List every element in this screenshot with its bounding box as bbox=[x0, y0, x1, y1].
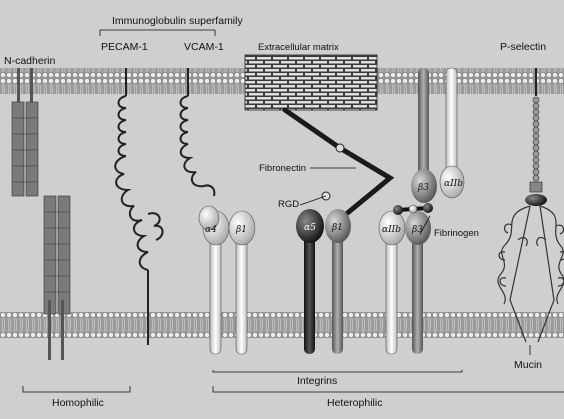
p-selectin-molecule bbox=[525, 68, 547, 206]
subunit-b1: β1 bbox=[235, 225, 247, 235]
integrin-a4b1 bbox=[198, 205, 256, 355]
label-pecam: PECAM-1 bbox=[101, 41, 148, 53]
pecam-molecule bbox=[114, 68, 164, 345]
subunit-aiib-lower: αIIb bbox=[382, 225, 401, 235]
subunit-b3-lower: β3 bbox=[411, 225, 423, 235]
label-heterophilic: Heterophilic bbox=[327, 397, 382, 409]
label-rgd: RGD bbox=[278, 199, 299, 210]
integrin-aiib-b3-lower bbox=[378, 210, 431, 355]
n-cadherin-molecule bbox=[11, 68, 71, 360]
subunit-a5: α5 bbox=[304, 223, 316, 233]
label-vcam: VCAM-1 bbox=[184, 41, 224, 53]
label-leaders bbox=[22, 29, 564, 393]
label-immunoglobulin-superfamily: Immunoglobulin superfamily bbox=[112, 15, 243, 27]
subunit-b1-second: β1 bbox=[331, 223, 343, 233]
integrin-a5b1 bbox=[296, 209, 351, 354]
label-p-selectin: P-selectin bbox=[500, 41, 546, 53]
label-fibronectin: Fibronectin bbox=[259, 163, 306, 174]
label-n-cadherin: N-cadherin bbox=[4, 55, 56, 67]
fibrinogen-molecule bbox=[393, 203, 433, 215]
lower-membrane bbox=[0, 312, 564, 338]
label-integrins: Integrins bbox=[297, 375, 337, 387]
label-extracellular-matrix: Extracellular matrix bbox=[258, 42, 339, 53]
label-mucin: Mucin bbox=[514, 359, 542, 371]
label-homophilic: Homophilic bbox=[52, 397, 104, 409]
label-fibrinogen: Fibrinogen bbox=[434, 228, 479, 239]
vcam-molecule bbox=[179, 68, 216, 197]
subunit-a4: α4 bbox=[205, 225, 217, 235]
mucin-molecule bbox=[497, 205, 564, 343]
extracellular-matrix bbox=[244, 54, 378, 111]
subunit-aiib-upper: αIIb bbox=[444, 179, 463, 189]
integrin-aiib-b3-upper bbox=[411, 67, 465, 203]
subunit-b3-upper: β3 bbox=[417, 183, 429, 193]
